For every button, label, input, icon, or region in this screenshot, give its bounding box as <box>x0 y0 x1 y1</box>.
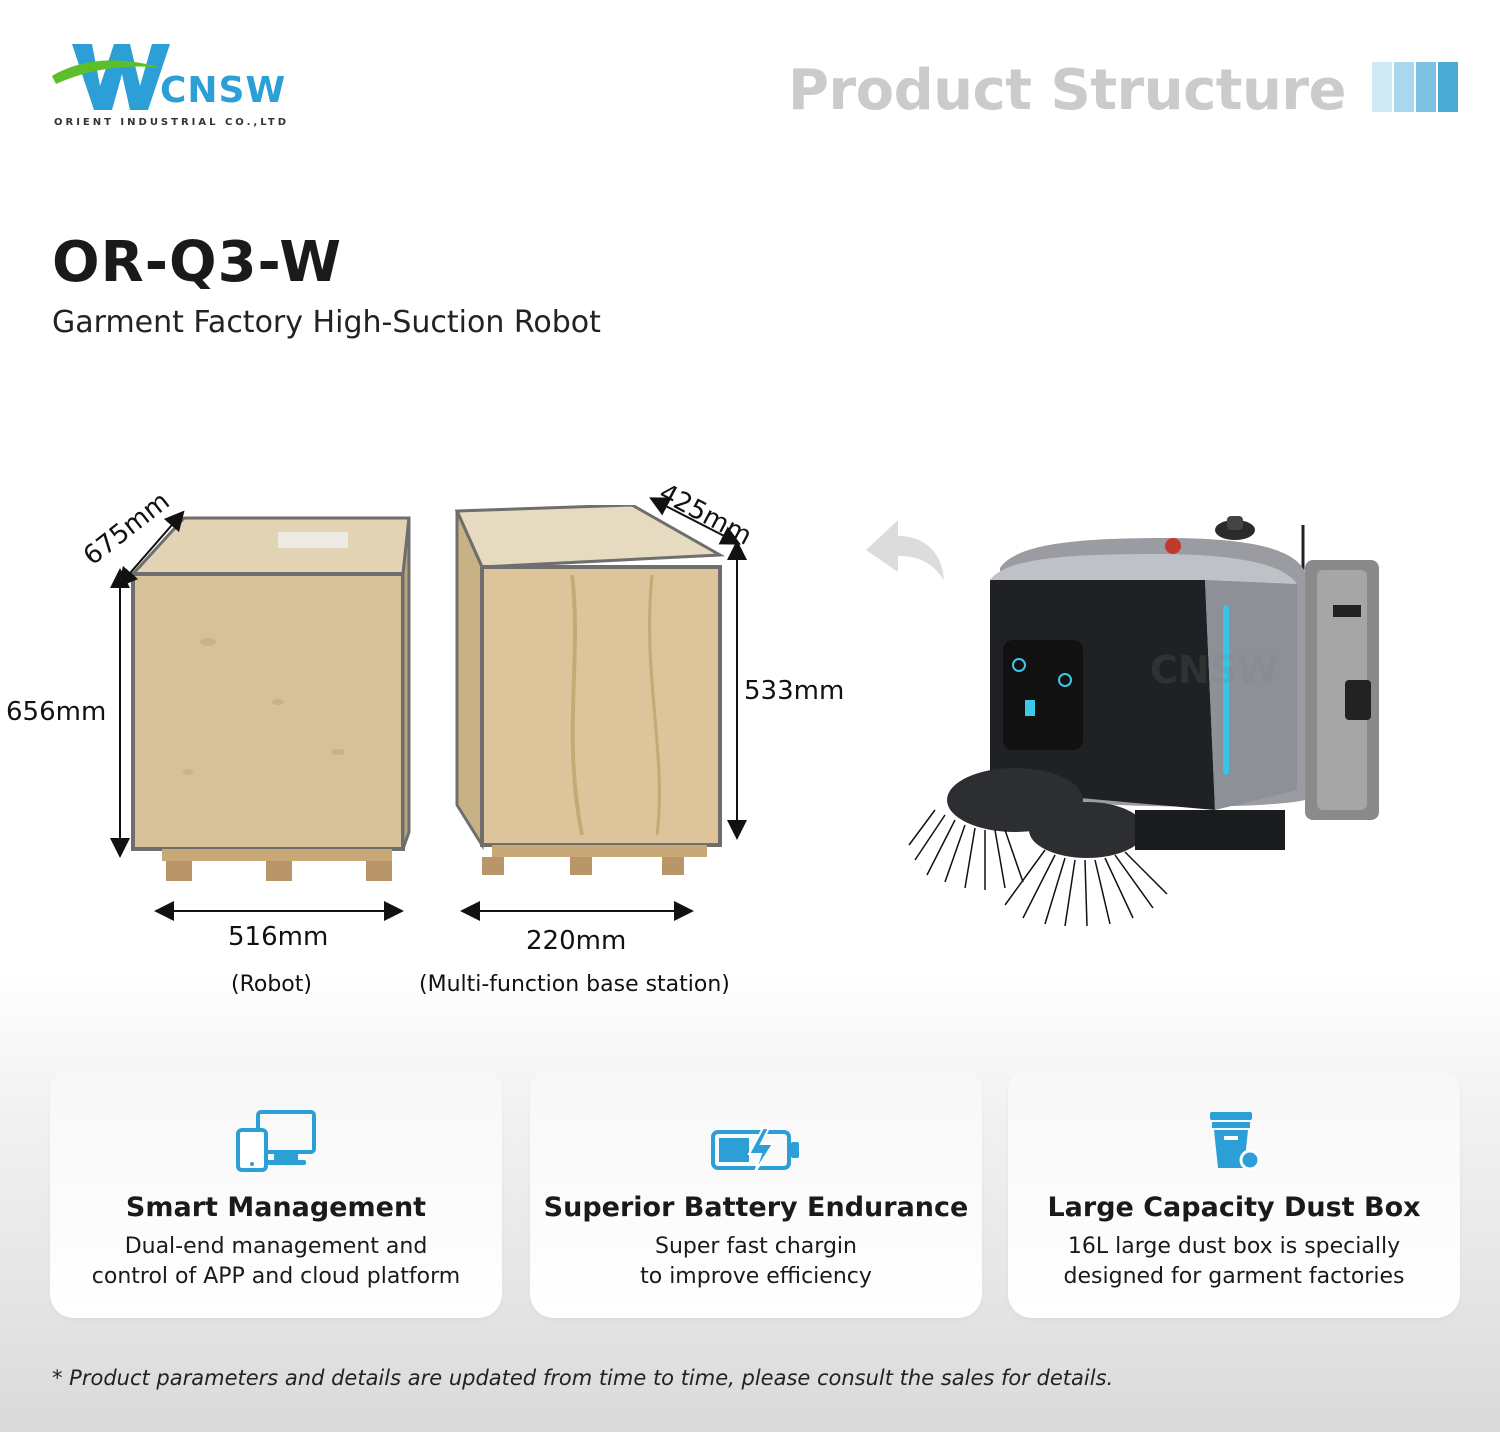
robot-crate-label: (Robot) <box>231 972 312 997</box>
title-decoration-bars <box>1372 62 1458 112</box>
model-number: OR-Q3-W <box>52 230 343 295</box>
dust-bin-icon <box>1210 1112 1261 1171</box>
feature-desc-line2: designed for garment factories <box>1063 1264 1405 1289</box>
station-crate-width: 220mm <box>526 926 627 956</box>
watermark-logo: CNSW <box>1150 648 1279 692</box>
devices-icon <box>236 1110 316 1172</box>
footnote: * Product parameters and details are upd… <box>52 1366 1114 1390</box>
feature-card-dust-box: Large Capacity Dust Box 16L large dust b… <box>1008 1066 1460 1318</box>
feature-desc-line1: Dual-end management and <box>124 1234 428 1259</box>
station-crate-height: 533mm <box>744 676 845 706</box>
curved-arrow-icon <box>866 520 944 580</box>
feature-desc-line2: to improve efficiency <box>640 1264 872 1289</box>
feature-desc-line1: Super fast chargin <box>655 1234 857 1259</box>
battery-icon <box>711 1127 799 1173</box>
robot-crate-height: 656mm <box>6 697 107 727</box>
feature-desc-line1: 16L large dust box is specially <box>1067 1234 1401 1259</box>
product-subtitle: Garment Factory High-Suction Robot <box>52 305 601 340</box>
logo-tagline: ORIENT INDUSTRIAL CO.,LTD <box>54 117 290 128</box>
station-crate-label: (Multi-function base station) <box>419 972 730 997</box>
robot-shipping-crate <box>129 516 411 881</box>
station-shipping-crate <box>454 505 726 875</box>
feature-title: Large Capacity Dust Box <box>1047 1192 1421 1223</box>
cleaning-robot-image <box>908 516 1379 927</box>
logo-text: CNSW <box>160 70 287 111</box>
section-title: Product Structure <box>787 58 1347 123</box>
feature-desc-line2: control of APP and cloud platform <box>91 1264 461 1289</box>
feature-card-battery: Superior Battery Endurance Super fast ch… <box>530 1066 982 1318</box>
feature-card-smart-management: Smart Management Dual-end management and… <box>50 1066 502 1318</box>
feature-title: Superior Battery Endurance <box>543 1192 969 1223</box>
robot-crate-width: 516mm <box>228 922 329 952</box>
company-logo <box>52 44 170 110</box>
feature-title: Smart Management <box>125 1192 427 1223</box>
